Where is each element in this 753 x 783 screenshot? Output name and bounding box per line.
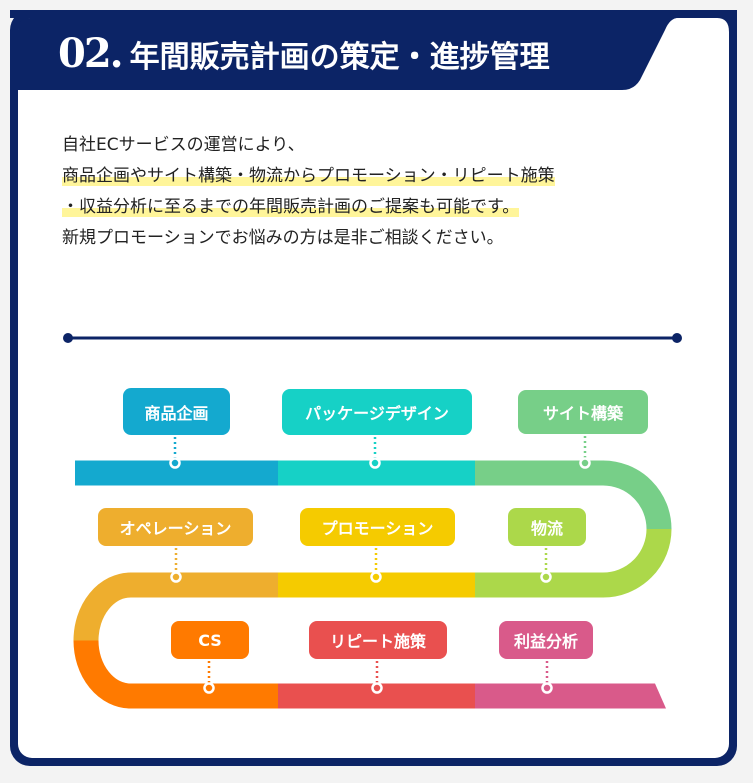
road-curve [73, 640, 132, 709]
step-label: プロモーション [300, 508, 455, 546]
service-card: 02.年間販売計画の策定・進捗管理 [10, 10, 737, 766]
step-label: 商品企画 [123, 388, 230, 435]
road-curve [602, 528, 672, 598]
step-marker [370, 571, 382, 583]
step-label: パッケージデザイン [282, 389, 472, 435]
step-label: CS [171, 621, 249, 659]
description-line: 商品企画やサイト構築・物流からプロモーション・リピート施策 [62, 166, 555, 186]
step-marker [203, 682, 215, 694]
step-label: オペレーション [98, 508, 253, 546]
step-marker [579, 457, 591, 469]
step-label: リピート施策 [309, 621, 447, 659]
description-line: 新規プロモーションでお悩みの方は是非ご相談ください。 [62, 228, 504, 248]
road-path [73, 436, 672, 709]
step-label: 物流 [508, 508, 586, 546]
description: 自社ECサービスの運営により、 商品企画やサイト構築・物流からプロモーション・リ… [62, 130, 555, 254]
section-number: 02. [58, 30, 124, 77]
description-line: ・収益分析に至るまでの年間販売計画のご提案も可能です。 [62, 197, 520, 217]
divider-dot [63, 333, 73, 343]
road-segment [475, 683, 666, 709]
step-marker [371, 682, 383, 694]
step-marker [540, 571, 552, 583]
road-curve [602, 460, 672, 530]
step-marker [170, 571, 182, 583]
road-curve [73, 572, 132, 641]
description-line: 自社ECサービスの運営により、 [62, 135, 305, 155]
title-bar-shape [10, 10, 737, 94]
section-heading: 年間販売計画の策定・進捗管理 [129, 40, 550, 75]
step-marker [541, 682, 553, 694]
divider-dot [672, 333, 682, 343]
section-title: 02.年間販売計画の策定・進捗管理 [58, 30, 550, 77]
step-label: 利益分析 [499, 621, 593, 659]
step-marker [169, 457, 181, 469]
step-marker [369, 457, 381, 469]
step-label: サイト構築 [518, 390, 648, 434]
